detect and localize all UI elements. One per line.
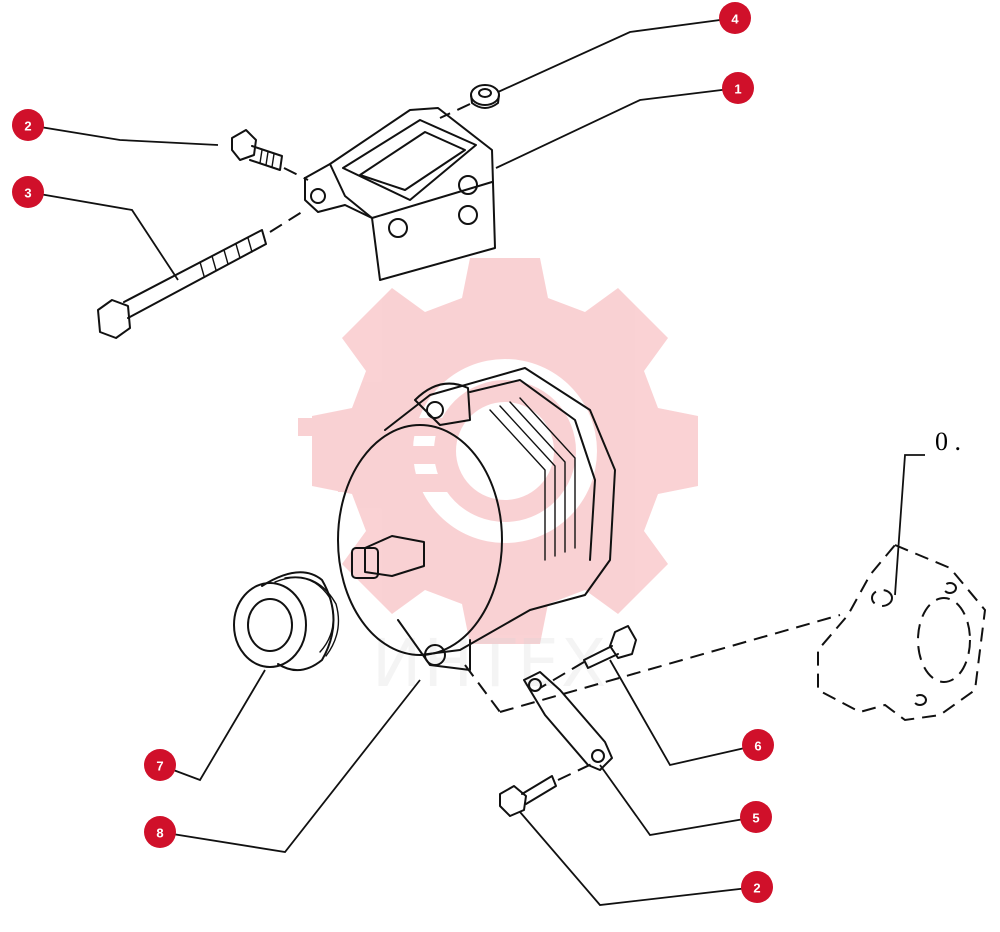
part-tension-strap — [523, 671, 613, 771]
callout-2-bolt: 2 — [12, 109, 44, 141]
mounting-location-outline — [499, 543, 987, 722]
callout-7-pulley: 7 — [144, 749, 176, 781]
callout-number: 8 — [156, 826, 163, 841]
callout-badge — [722, 72, 754, 104]
callout-3-long-bolt: 3 — [12, 176, 44, 208]
callout-badge — [12, 176, 44, 208]
callout-4-spacer-bushing: 4 — [719, 2, 751, 34]
callout-number: 3 — [24, 186, 31, 201]
part-bolt-upper — [231, 129, 309, 181]
callout-badge — [12, 109, 44, 141]
callout-number: 6 — [754, 739, 761, 754]
callout-number: 4 — [731, 12, 739, 27]
callout-badge — [144, 749, 176, 781]
part-pulley — [233, 571, 340, 671]
callout-badges: 4 1 2 3 6 7 5 8 2 — [12, 2, 774, 903]
callout-badge — [719, 2, 751, 34]
part-alternator — [337, 367, 616, 713]
part-mounting-bracket — [304, 107, 496, 281]
callout-number: 1 — [734, 82, 741, 97]
callout-number: 2 — [753, 881, 760, 896]
callout-1-mounting-bracket: 1 — [722, 72, 754, 104]
callout-badge — [741, 871, 773, 903]
callout-number: 2 — [24, 119, 31, 134]
part-long-bolt — [97, 209, 306, 339]
callout-8-alternator: 8 — [144, 816, 176, 848]
callout-2-bolt: 2 — [741, 871, 773, 903]
callout-badge — [144, 816, 176, 848]
callout-number: 5 — [752, 811, 759, 826]
callout-number: 7 — [156, 759, 163, 774]
callout-5-tension-strap: 5 — [740, 801, 772, 833]
part-bolt-lower — [499, 761, 597, 817]
reference-label: 0 . — [935, 427, 961, 456]
part-bolt-6 — [539, 625, 637, 689]
callout-6-bolt: 6 — [742, 729, 774, 761]
part-spacer-bushing — [439, 84, 500, 119]
callout-badge — [742, 729, 774, 761]
watermark-logo — [298, 258, 698, 644]
gear-icon — [312, 258, 698, 644]
reference-callout: 0 . — [894, 427, 961, 596]
callout-badge — [740, 801, 772, 833]
